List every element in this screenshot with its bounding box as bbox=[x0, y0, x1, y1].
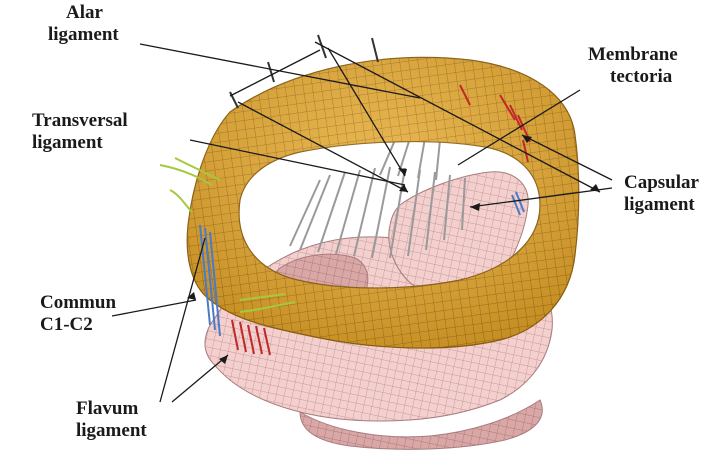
label-transversal-line-1: Transversal bbox=[32, 110, 128, 132]
label-transversal-ligament: Transversal ligament bbox=[32, 110, 128, 154]
label-capsular-line-2: ligament bbox=[624, 194, 699, 216]
label-alar-ligament: Alar ligament bbox=[48, 2, 119, 46]
label-commun-c1-c2: Commun C1-C2 bbox=[40, 292, 116, 336]
label-membrane-line-1: Membrane bbox=[588, 44, 678, 66]
label-commun-line-1: Commun bbox=[40, 292, 116, 314]
commun-leader bbox=[112, 300, 196, 316]
label-flavum-ligament: Flavum ligament bbox=[76, 398, 147, 442]
label-capsular-line-1: Capsular bbox=[624, 172, 699, 194]
label-capsular-ligament: Capsular ligament bbox=[624, 172, 699, 216]
label-flavum-line-1: Flavum bbox=[76, 398, 147, 420]
flavum-leader-2 bbox=[172, 355, 228, 402]
label-alar-line-1: Alar bbox=[48, 2, 119, 24]
label-alar-line-2: ligament bbox=[48, 24, 119, 46]
label-commun-line-2: C1-C2 bbox=[40, 314, 116, 336]
label-membrane-tectoria: Membrane tectoria bbox=[588, 44, 678, 88]
label-membrane-line-2: tectoria bbox=[588, 66, 678, 88]
label-flavum-line-2: ligament bbox=[76, 420, 147, 442]
label-transversal-line-2: ligament bbox=[32, 132, 128, 154]
flavum-leader-1 bbox=[160, 238, 205, 402]
